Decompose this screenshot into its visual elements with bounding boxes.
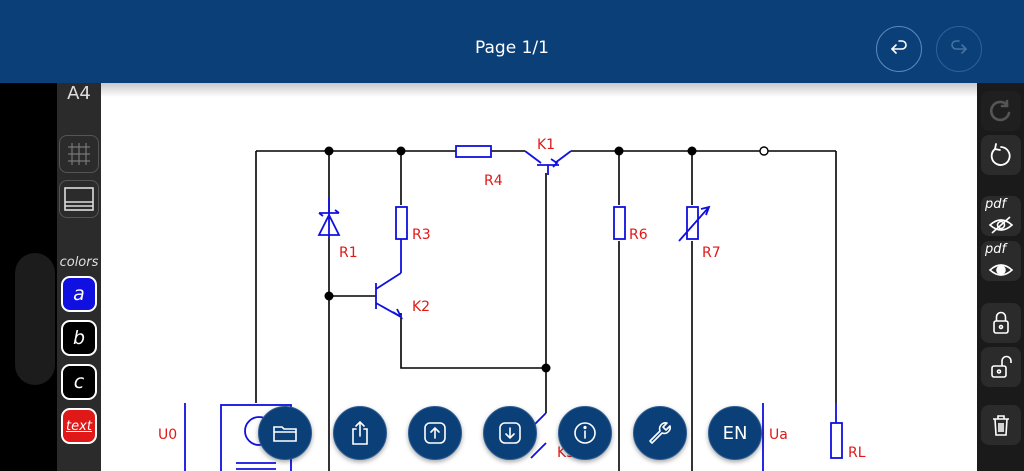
info-icon bbox=[574, 422, 596, 444]
redo-rotate-button[interactable] bbox=[981, 91, 1021, 131]
r3-resistor bbox=[395, 206, 408, 240]
undo-button[interactable] bbox=[876, 26, 922, 72]
color-a-label: a bbox=[73, 283, 85, 305]
info-button[interactable] bbox=[558, 406, 612, 460]
top-bar: Page 1/1 bbox=[0, 0, 1024, 83]
language-button[interactable]: EN bbox=[708, 406, 762, 460]
text-color-button[interactable]: text bbox=[61, 408, 97, 444]
r1-label: R1 bbox=[339, 245, 358, 261]
trash-icon bbox=[993, 415, 1009, 436]
bottom-toolbar: EN bbox=[258, 406, 778, 462]
text-color-label: text bbox=[66, 418, 92, 434]
u0-label: U0 bbox=[158, 427, 177, 443]
pdf-visible-label: pdf bbox=[985, 242, 1007, 257]
r4-resistor bbox=[455, 145, 492, 158]
undo-arrow-icon bbox=[891, 40, 907, 54]
color-b-button[interactable]: b bbox=[61, 320, 97, 356]
share-icon bbox=[352, 420, 368, 445]
unlock-button[interactable] bbox=[981, 347, 1021, 387]
pdf-visible-button[interactable]: pdf bbox=[981, 241, 1021, 281]
language-label: EN bbox=[722, 422, 748, 444]
right-toolbar: pdf pdf bbox=[977, 83, 1024, 471]
pdf-hidden-label: pdf bbox=[985, 197, 1007, 212]
wrench-icon bbox=[649, 422, 671, 444]
r1-diode bbox=[317, 198, 341, 238]
k2-label: K2 bbox=[412, 299, 430, 315]
color-b-label: b bbox=[72, 327, 86, 349]
lock-button[interactable] bbox=[981, 303, 1021, 343]
redo-arrow-icon bbox=[951, 40, 967, 54]
title-block-icon bbox=[64, 187, 94, 211]
eye-icon bbox=[988, 264, 1014, 276]
r3-label: R3 bbox=[412, 227, 431, 243]
color-a-button[interactable]: a bbox=[61, 276, 97, 312]
r7-label: R7 bbox=[702, 245, 721, 261]
r7-resistor bbox=[686, 206, 699, 240]
redo-button[interactable] bbox=[936, 26, 982, 72]
rl-resistor bbox=[830, 422, 843, 459]
circuit-schematic: K1 R4 R1 R3 R6 R7 K2 U0 Ua RL K3 bbox=[158, 137, 866, 471]
left-margin bbox=[0, 83, 57, 471]
drawer-handle[interactable] bbox=[15, 253, 55, 385]
k1-transistor bbox=[524, 150, 572, 175]
page-indicator: Page 1/1 bbox=[475, 38, 549, 58]
terminal-point bbox=[759, 146, 769, 156]
rotate-button[interactable] bbox=[981, 135, 1021, 175]
k1-label: K1 bbox=[537, 137, 555, 153]
lock-icon bbox=[993, 311, 1009, 334]
left-toolbar: A4 colors a b c text bbox=[57, 83, 101, 471]
r6-resistor bbox=[613, 206, 626, 240]
rotate-right-icon bbox=[989, 99, 1011, 122]
folder-icon bbox=[273, 426, 297, 442]
settings-button[interactable] bbox=[633, 406, 687, 460]
rl-label: RL bbox=[848, 445, 866, 461]
grid-toggle-button[interactable] bbox=[59, 135, 99, 173]
pdf-hidden-button[interactable]: pdf bbox=[981, 196, 1021, 236]
canvas-top-shadow bbox=[101, 83, 977, 97]
drawing-canvas[interactable]: K1 R4 R1 R3 R6 R7 K2 U0 Ua RL K3 bbox=[101, 83, 977, 471]
colors-label: colors bbox=[59, 255, 99, 270]
export-button[interactable] bbox=[408, 406, 462, 460]
share-button[interactable] bbox=[333, 406, 387, 460]
open-button[interactable] bbox=[258, 406, 312, 460]
r6-label: R6 bbox=[629, 227, 648, 243]
color-c-label: c bbox=[73, 371, 85, 393]
upload-icon bbox=[424, 422, 446, 444]
eye-off-icon bbox=[988, 216, 1014, 234]
grid-icon bbox=[68, 143, 90, 165]
paper-size-label[interactable]: A4 bbox=[67, 83, 91, 104]
ua-label: Ua bbox=[769, 427, 788, 443]
r4-label: R4 bbox=[484, 173, 503, 189]
components bbox=[184, 145, 843, 471]
junction-dots bbox=[324, 146, 697, 373]
delete-button[interactable] bbox=[981, 405, 1021, 445]
rotate-left-icon bbox=[990, 143, 1011, 166]
title-block-button[interactable] bbox=[59, 180, 99, 218]
download-icon bbox=[499, 422, 521, 444]
import-button[interactable] bbox=[483, 406, 537, 460]
color-c-button[interactable]: c bbox=[61, 364, 97, 400]
unlock-icon bbox=[991, 355, 1012, 378]
